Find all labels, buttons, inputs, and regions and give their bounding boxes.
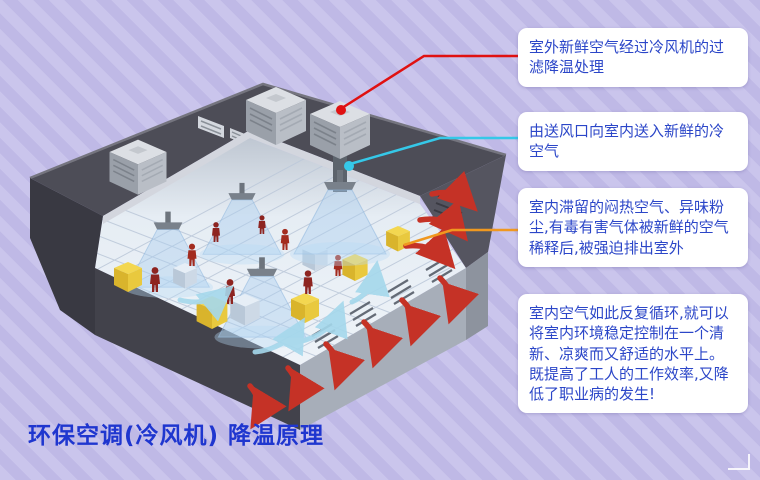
ceiling-cut-edge <box>103 130 420 224</box>
callout-text-4: 室内空气如此反复循环,就可以将室内环境稳定控制在一个清新、凉爽而又舒适的水平上。… <box>529 304 729 403</box>
connector-dot-2 <box>344 161 354 171</box>
callout-box-1: 室外新鲜空气经过冷风机的过滤降温处理 <box>518 28 748 87</box>
rooftop-cooler-units <box>108 86 391 267</box>
callout-box-4: 室内空气如此反复循环,就可以将室内环境稳定控制在一个清新、凉爽而又舒适的水平上。… <box>518 294 748 414</box>
corner-mark <box>728 454 750 470</box>
connector-dot-1 <box>336 105 346 115</box>
connector-line-1 <box>341 54 518 110</box>
exhaust-airflow-arrows <box>247 170 479 430</box>
page-title: 环保空调(冷风机) 降温原理 <box>28 423 325 449</box>
front-left-wall <box>95 268 300 430</box>
left-wall <box>30 178 103 335</box>
callout-text-3: 室内滞留的闷热空气、异味粉尘,有毒有害气体被新鲜的空气稀释后,被强迫排出室外 <box>529 198 729 257</box>
connector-line-2 <box>349 136 518 166</box>
callout-box-2: 由送风口向室内送入新鲜的冷空气 <box>518 112 748 171</box>
callout-box-3: 室内滞留的闷热空气、异味粉尘,有毒有害气体被新鲜的空气稀释后,被强迫排出室外 <box>518 188 748 267</box>
callout-connectors <box>336 54 518 247</box>
callout-text-1: 室外新鲜空气经过冷风机的过滤降温处理 <box>529 38 725 77</box>
supply-airflow-arrows <box>177 260 390 357</box>
callout-text-2: 由送风口向室内送入新鲜的冷空气 <box>529 122 725 161</box>
connector-line-3 <box>403 228 518 247</box>
